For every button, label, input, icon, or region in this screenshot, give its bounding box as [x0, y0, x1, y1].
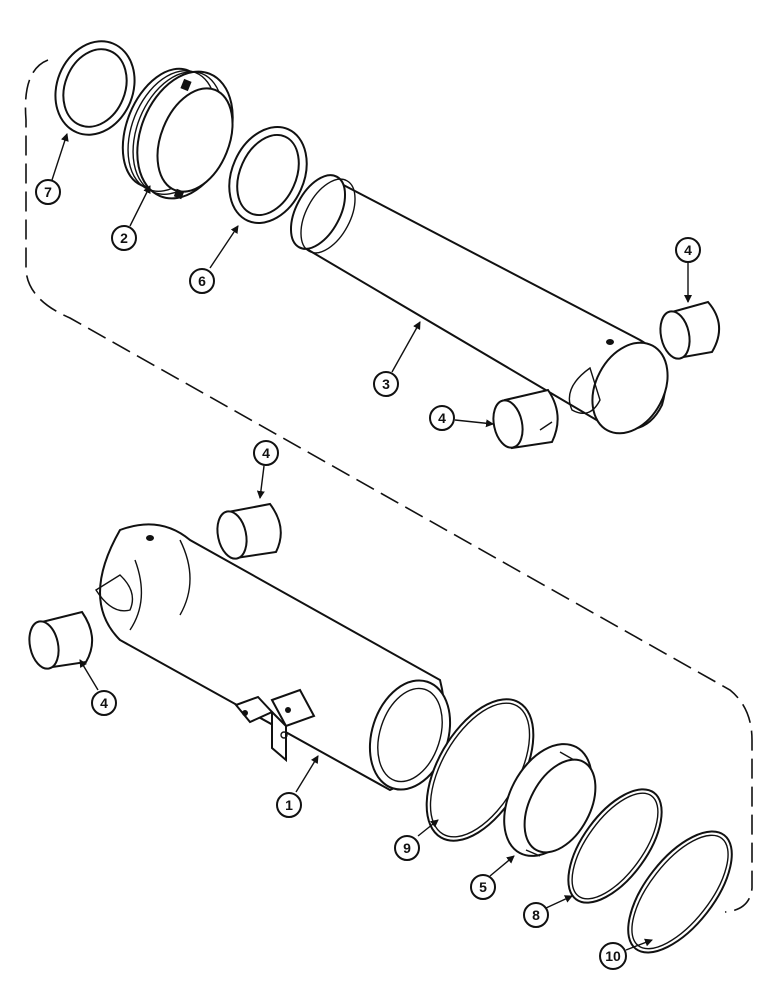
- leader-10: [625, 938, 653, 951]
- callout-5: 5: [470, 874, 496, 900]
- part-1-barrel: [95, 523, 452, 792]
- callout-9-label: 9: [403, 840, 411, 856]
- assembly-dashed-line: [24, 59, 753, 913]
- callout-4-bottom-left: 4: [91, 690, 117, 716]
- callout-6-label: 6: [198, 273, 206, 289]
- leader-3: [391, 321, 421, 373]
- leader-1: [295, 755, 319, 793]
- part-6-ring: [228, 126, 308, 224]
- callout-2: 2: [111, 225, 137, 251]
- part-8-snap-ring: [567, 788, 663, 904]
- part-5-nut: [503, 743, 597, 857]
- leader-4-mid-left: [256, 465, 265, 499]
- part-4-bushing-mid-left: [216, 502, 282, 560]
- callout-2-label: 2: [120, 230, 128, 246]
- leader-8: [545, 895, 573, 909]
- part-4-bushing-top-right: [659, 300, 720, 360]
- callout-3: 3: [373, 371, 399, 397]
- callout-7: 7: [35, 179, 61, 205]
- callout-7-label: 7: [44, 184, 52, 200]
- callout-4-bottom-left-label: 4: [100, 695, 108, 711]
- callout-6: 6: [189, 268, 215, 294]
- leader-9: [417, 819, 439, 837]
- callout-4-mid-right: 4: [429, 405, 455, 431]
- callout-1: 1: [276, 792, 302, 818]
- leader-4-mid-right: [454, 419, 494, 428]
- callout-8-label: 8: [532, 907, 540, 923]
- callout-10-label: 10: [605, 948, 621, 964]
- leader-2: [129, 185, 151, 227]
- leader-5: [489, 855, 515, 877]
- callout-4-top-right-label: 4: [684, 242, 692, 258]
- callout-1-label: 1: [285, 797, 293, 813]
- callout-4-top-right: 4: [675, 237, 701, 263]
- leader-7: [51, 133, 69, 181]
- callout-3-label: 3: [382, 376, 390, 392]
- callout-10: 10: [599, 942, 627, 970]
- leader-4-bottom-left: [79, 659, 99, 691]
- callout-8: 8: [523, 902, 549, 928]
- part-3-tube: [289, 174, 669, 435]
- part-4-bushing-mid-right: [492, 388, 559, 450]
- leader-6: [209, 225, 239, 269]
- callout-4-mid-right-label: 4: [438, 410, 446, 426]
- callout-5-label: 5: [479, 879, 487, 895]
- callout-9: 9: [394, 835, 420, 861]
- callout-4-mid-left-label: 4: [262, 445, 270, 461]
- part-7-ring: [54, 40, 136, 136]
- callout-4-mid-left: 4: [253, 440, 279, 466]
